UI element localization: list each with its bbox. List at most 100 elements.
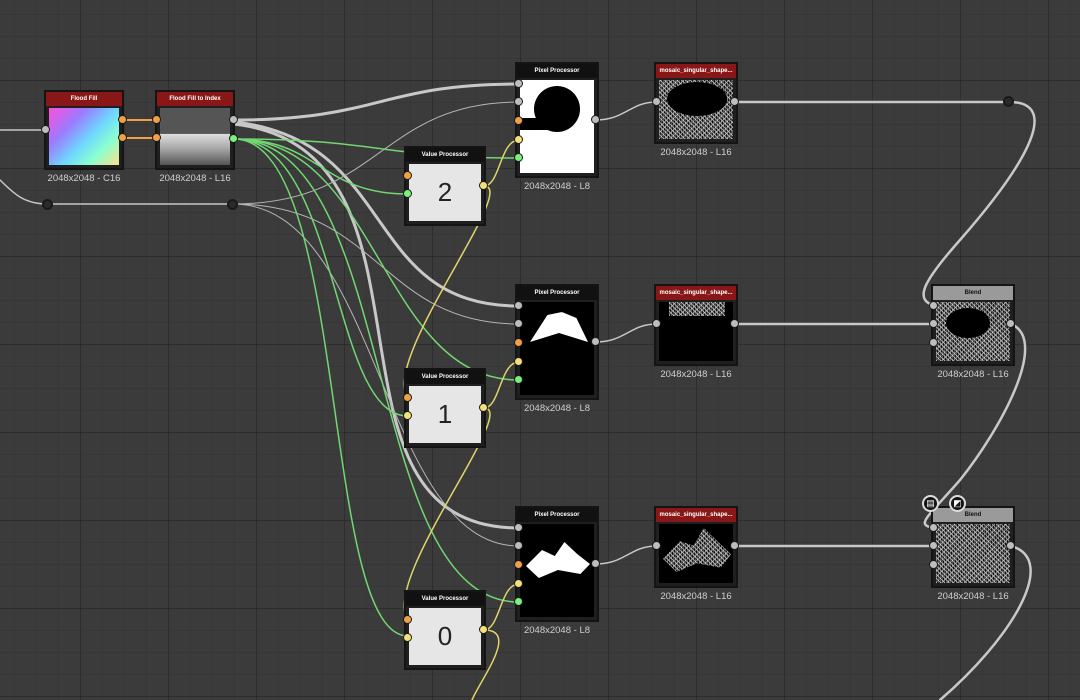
output-port[interactable] bbox=[118, 115, 127, 124]
node-thumbnail bbox=[936, 524, 1010, 583]
wire-green-vp0 bbox=[233, 138, 409, 637]
input-port[interactable] bbox=[514, 135, 523, 144]
output-port[interactable] bbox=[591, 337, 600, 346]
output-port[interactable] bbox=[479, 181, 488, 190]
document-icon[interactable]: ▤ bbox=[922, 495, 939, 512]
node-value: 2 bbox=[409, 164, 481, 221]
input-port[interactable] bbox=[514, 560, 523, 569]
input-port[interactable] bbox=[514, 375, 523, 384]
node-flood-fill[interactable]: Flood Fill bbox=[44, 90, 124, 170]
node-resolution: 2048x2048 - L8 bbox=[523, 625, 591, 636]
node-flood-fill-to-index[interactable]: Flood Fill to Index bbox=[155, 90, 235, 170]
input-port[interactable] bbox=[652, 97, 661, 106]
node-resolution: 2048x2048 - L16 bbox=[660, 147, 732, 158]
node-title: mosaic_singular_shape... bbox=[656, 64, 736, 78]
input-port[interactable] bbox=[929, 560, 938, 569]
relay-dot-left[interactable] bbox=[42, 199, 53, 210]
input-port[interactable] bbox=[514, 319, 523, 328]
node-title: Value Processor bbox=[406, 148, 484, 162]
wire-blend2-out bbox=[938, 544, 1032, 700]
wire-pp3-mosaic3 bbox=[595, 545, 658, 565]
node-title: Pixel Processor bbox=[517, 286, 597, 300]
node-value: 1 bbox=[409, 386, 481, 443]
node-value-processor-1[interactable]: Value Processor 1 bbox=[404, 368, 486, 448]
output-port[interactable] bbox=[1006, 319, 1015, 328]
node-title: Blend bbox=[933, 508, 1013, 522]
input-port[interactable] bbox=[929, 541, 938, 550]
node-resolution: 2048x2048 - L16 bbox=[660, 591, 732, 602]
input-port[interactable] bbox=[929, 523, 938, 532]
node-title: Value Processor bbox=[406, 370, 484, 384]
node-title: Blend bbox=[933, 286, 1013, 300]
output-port[interactable] bbox=[479, 403, 488, 412]
output-port[interactable] bbox=[1006, 541, 1015, 550]
relay-dot-mid[interactable] bbox=[227, 199, 238, 210]
node-thumbnail bbox=[520, 80, 594, 173]
input-port[interactable] bbox=[514, 541, 523, 550]
output-port[interactable] bbox=[229, 134, 238, 143]
input-port[interactable] bbox=[652, 319, 661, 328]
input-port[interactable] bbox=[403, 393, 412, 402]
node-resolution: 2048x2048 - L16 bbox=[937, 591, 1009, 602]
input-port[interactable] bbox=[514, 97, 523, 106]
node-resolution: 2048x2048 - C16 bbox=[47, 173, 121, 184]
wire-green-vp1 bbox=[233, 138, 409, 417]
node-pixel-processor-1[interactable]: Pixel Processor bbox=[515, 62, 599, 178]
node-value-processor-0[interactable]: Value Processor 0 bbox=[404, 590, 486, 670]
output-port[interactable] bbox=[591, 559, 600, 568]
input-port[interactable] bbox=[403, 189, 412, 198]
output-port[interactable] bbox=[730, 319, 739, 328]
node-title: Pixel Processor bbox=[517, 64, 597, 78]
output-port[interactable] bbox=[118, 133, 127, 142]
node-blend-1[interactable]: Blend bbox=[931, 284, 1015, 366]
wire-mosaic1-blend1 bbox=[922, 100, 1036, 308]
node-pixel-processor-2[interactable]: Pixel Processor bbox=[515, 284, 599, 400]
relay-dot-right[interactable] bbox=[1003, 96, 1014, 107]
input-port[interactable] bbox=[514, 597, 523, 606]
input-port[interactable] bbox=[514, 579, 523, 588]
node-thumbnail bbox=[160, 108, 230, 165]
input-port[interactable] bbox=[152, 115, 161, 124]
node-resolution: 2048x2048 - L16 bbox=[660, 369, 732, 380]
input-port[interactable] bbox=[403, 171, 412, 180]
input-port[interactable] bbox=[403, 411, 412, 420]
input-port[interactable] bbox=[514, 357, 523, 366]
input-port[interactable] bbox=[929, 301, 938, 310]
node-resolution: 2048x2048 - L8 bbox=[523, 181, 591, 192]
output-port[interactable] bbox=[479, 625, 488, 634]
node-value-processor-2[interactable]: Value Processor 2 bbox=[404, 146, 486, 226]
node-pixel-processor-3[interactable]: Pixel Processor bbox=[515, 506, 599, 622]
input-port[interactable] bbox=[929, 319, 938, 328]
input-port[interactable] bbox=[514, 301, 523, 310]
output-port[interactable] bbox=[591, 115, 600, 124]
input-port[interactable] bbox=[514, 153, 523, 162]
input-port[interactable] bbox=[403, 615, 412, 624]
node-title: Flood Fill to Index bbox=[157, 92, 233, 106]
output-port[interactable] bbox=[730, 541, 739, 550]
input-port[interactable] bbox=[514, 79, 523, 88]
node-title: Value Processor bbox=[406, 592, 484, 606]
input-port[interactable] bbox=[514, 523, 523, 532]
node-title: Pixel Processor bbox=[517, 508, 597, 522]
wire-yellow-vp2-pp1 bbox=[483, 139, 520, 187]
input-port[interactable] bbox=[403, 633, 412, 642]
node-resolution: 2048x2048 - L16 bbox=[159, 173, 231, 184]
input-port[interactable] bbox=[41, 125, 50, 134]
output-port[interactable] bbox=[229, 115, 238, 124]
node-thumbnail bbox=[520, 524, 594, 617]
wire-thin-pp2 bbox=[232, 203, 520, 325]
output-port[interactable] bbox=[730, 97, 739, 106]
input-port[interactable] bbox=[514, 338, 523, 347]
checker-icon[interactable]: ◩ bbox=[949, 495, 966, 512]
input-port[interactable] bbox=[929, 338, 938, 347]
node-blend-2[interactable]: Blend bbox=[931, 506, 1015, 588]
input-port[interactable] bbox=[652, 541, 661, 550]
node-thumbnail bbox=[936, 302, 1010, 361]
node-thumbnail bbox=[659, 524, 733, 583]
node-mosaic-3[interactable]: mosaic_singular_shape... bbox=[654, 506, 738, 588]
node-resolution: 2048x2048 - L8 bbox=[523, 403, 591, 414]
input-port[interactable] bbox=[514, 116, 523, 125]
input-port[interactable] bbox=[152, 133, 161, 142]
node-mosaic-2[interactable]: mosaic_singular_shape... bbox=[654, 284, 738, 366]
node-mosaic-1[interactable]: mosaic_singular_shape... bbox=[654, 62, 738, 144]
